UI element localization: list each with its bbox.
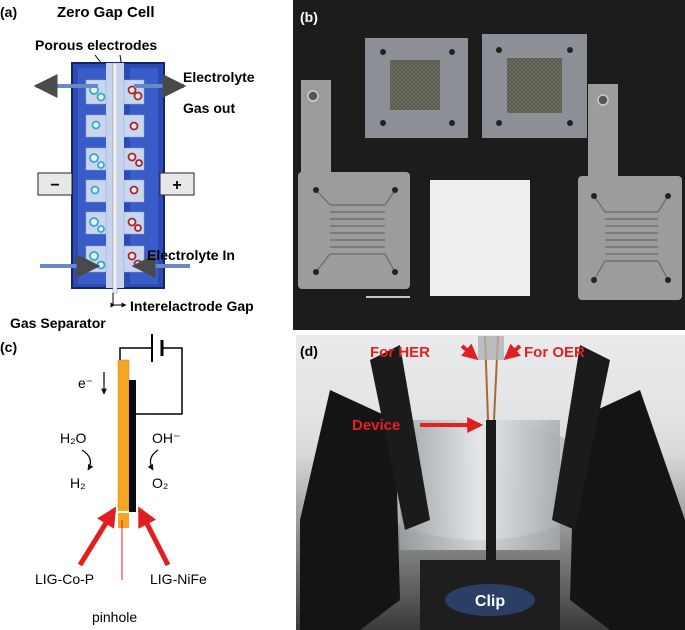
right-red-arrow [137,506,171,567]
pinhole-label: pinhole [92,609,137,625]
gas-out-label: Gas out [183,100,235,116]
right-porous-electrode [117,63,124,288]
clip-right-arm [552,345,610,530]
oer-arrow [503,343,522,361]
negative-terminal [37,172,73,196]
left-porous-electrode [106,63,113,288]
membrane-sheet [430,180,530,296]
panel-d: (d) For HER For OER Device Clip [296,335,685,630]
panel-a-letter: (a) [0,4,17,20]
electron-label: e⁻ [78,375,93,391]
panel-c: (c) e⁻ H₂O H₂ OH⁻ O₂ LIG-Co-P LIG-NiFe p… [0,334,207,625]
plus-sign: + [172,177,181,194]
crocodile-clips [478,336,504,360]
gasket-left [365,38,468,138]
hydrogen-label: H₂ [70,475,86,491]
lig-nife-label: LIG-NiFe [150,571,207,587]
panel-d-letter: (d) [300,343,318,359]
gas-separator-label: Gas Separator [10,315,106,331]
her-arrow [460,343,479,361]
panel-b-letter: (b) [300,9,318,25]
electrode-tail [118,508,129,528]
minus-sign: − [50,177,59,194]
lig-co-p-label: LIG-Co-P [35,571,94,587]
oer-label: For OER [524,344,585,361]
device-label: Device [352,417,400,434]
device-membrane [486,420,496,570]
clip-right-jaw [570,390,685,630]
panel-c-letter: (c) [0,339,17,355]
bipolar-plate-right [578,84,682,300]
panel-a: (a) Zero Gap Cell Porous electrodes [0,4,255,331]
electrolyte-out-label: Electrolyte [183,69,255,85]
interelectrode-gap-label: Interelactrode Gap [130,298,254,314]
lig-co-p-electrode [117,359,130,509]
porous-electrodes-label: Porous electrodes [35,37,157,53]
panel-b: (b) [293,0,685,330]
hydroxide-label: OH⁻ [152,430,180,446]
bipolar-plate-left [298,80,410,289]
glass-body [400,420,560,550]
left-red-arrow [77,506,117,567]
clip-left-arm [370,345,430,530]
gasket-right [482,34,587,138]
clip-label: Clip [475,593,505,610]
clip-label-plate [445,584,535,616]
separator-film [129,380,136,512]
positive-terminal [159,172,195,196]
cell-title: Zero Gap Cell [57,4,155,21]
clip-left-jaw [300,390,400,630]
gas-separator [112,62,118,294]
electrolyte-in-label: Electrolyte In [147,247,235,263]
her-label: For HER [370,344,430,361]
oxygen-label: O₂ [152,475,168,491]
her-reaction-arrow [81,449,94,471]
oer-reaction-arrow [147,449,159,471]
water-label: H₂O [60,430,87,446]
